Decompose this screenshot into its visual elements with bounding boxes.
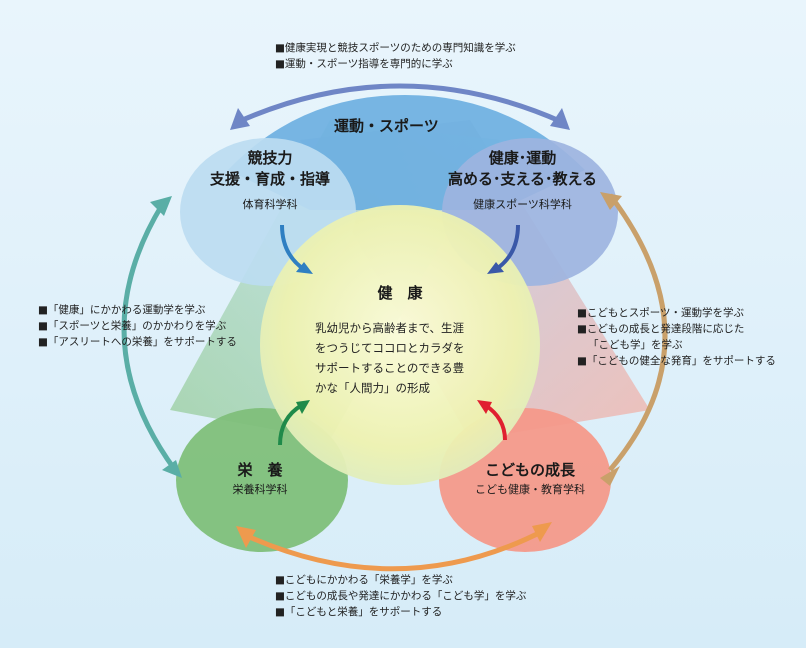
right-cycle-arrow	[608, 193, 668, 472]
health-sports-dept: 健康スポーツ科学科	[473, 198, 572, 211]
inner-arrow-head-top-left	[296, 262, 313, 274]
left-arrow-head-top	[150, 196, 172, 216]
top-cycle-arrow	[236, 83, 564, 125]
bottom-cycle-arrow	[243, 527, 547, 572]
right-note-2: ■こどもの成長と発達段階に応じた	[577, 323, 745, 335]
left-cycle-arrow	[121, 203, 178, 472]
bottom-note-2: ■こどもの成長や発達にかかわる「こども学」を学ぶ	[275, 590, 527, 602]
health-sports-line2: 高める･支える･教える	[447, 170, 598, 188]
child-title: こどもの成長	[484, 461, 575, 479]
inner-arrow-head-bottom-left	[296, 400, 310, 414]
nutrition-dept: 栄養科学科	[232, 483, 288, 496]
competitive-label-group: 競技力 支援・育成・指導 体育科学科	[205, 148, 335, 212]
child-dept: こども健康・教育学科	[475, 483, 585, 496]
nutrition-label-group: 栄 養 栄養科学科	[200, 460, 320, 497]
competitive-dept: 体育科学科	[242, 198, 298, 211]
center-line-3: サポートすることのできる豊	[315, 361, 465, 375]
health-center-circle	[260, 205, 540, 485]
left-note-2: ■「スポーツと栄養」のかかわりを学ぶ	[38, 320, 227, 332]
health-sports-label-group: 健康･運動 高める･支える･教える 健康スポーツ科学科	[430, 148, 615, 212]
health-sports-line1: 健康･運動	[488, 149, 557, 167]
right-arrow-head-top	[600, 192, 622, 210]
left-notes: ■「健康」にかかわる運動学を学ぶ ■「スポーツと栄養」のかかわりを学ぶ ■「アス…	[38, 302, 237, 350]
right-notes: ■こどもとスポーツ・運動学を学ぶ ■こどもの成長と発達段階に応じた 「こども学」…	[577, 305, 776, 369]
nutrition-title: 栄 養	[237, 461, 283, 479]
center-title-text: 健 康	[377, 284, 423, 302]
top-arrow-head-right	[550, 108, 570, 130]
left-arrow-head-bottom	[162, 460, 182, 478]
bottom-arrow-head-left	[236, 526, 256, 548]
child-label-group: こどもの成長 こども健康・教育学科	[455, 460, 605, 497]
bottom-notes: ■こどもにかかわる「栄養学」を学ぶ ■こどもの成長や発達にかかわる「こども学」を…	[275, 572, 526, 620]
bottom-note-3: ■「こどもと栄養」をサポートする	[275, 606, 443, 618]
left-note-1: ■「健康」にかかわる運動学を学ぶ	[38, 304, 206, 316]
right-note-4: ■「こどもの健全な発育」をサポートする	[577, 355, 776, 367]
center-line-1: 乳幼児から高齢者まで、生涯	[315, 321, 465, 335]
center-line-4: かな「人間力」の形成	[315, 381, 430, 395]
inner-arrow-head-bottom-right	[477, 400, 492, 414]
top-note-2: ■運動・スポーツ指導を専門的に学ぶ	[275, 58, 453, 70]
sports-label: 運動・スポーツ	[334, 117, 439, 135]
competitive-line1: 競技力	[247, 149, 293, 167]
top-note-1: ■健康実現と競技スポーツのための専門知識を学ぶ	[275, 42, 516, 54]
center-description: 乳幼児から高齢者まで、生涯 をつうじてココロとカラダを サポートすることのできる…	[315, 318, 465, 398]
top-arrow-head-left	[230, 108, 250, 130]
center-line-2: をつうじてココロとカラダを	[315, 341, 465, 355]
top-notes: ■健康実現と競技スポーツのための専門知識を学ぶ ■運動・スポーツ指導を専門的に学…	[275, 40, 516, 72]
center-title: 健 康	[330, 283, 470, 304]
competitive-line2: 支援・育成・指導	[209, 170, 330, 188]
right-note-3: 「こども学」を学ぶ	[588, 339, 683, 351]
bottom-note-1: ■こどもにかかわる「栄養学」を学ぶ	[275, 574, 453, 586]
left-note-3: ■「アスリートへの栄養」をサポートする	[38, 336, 237, 348]
inner-arrow-bottom-left	[278, 403, 304, 446]
bottom-arrow-head-right	[532, 522, 552, 542]
right-note-1: ■こどもとスポーツ・運動学を学ぶ	[577, 307, 744, 319]
inner-arrow-head-top-right	[487, 262, 504, 274]
right-arrow-head-bottom	[600, 466, 620, 486]
